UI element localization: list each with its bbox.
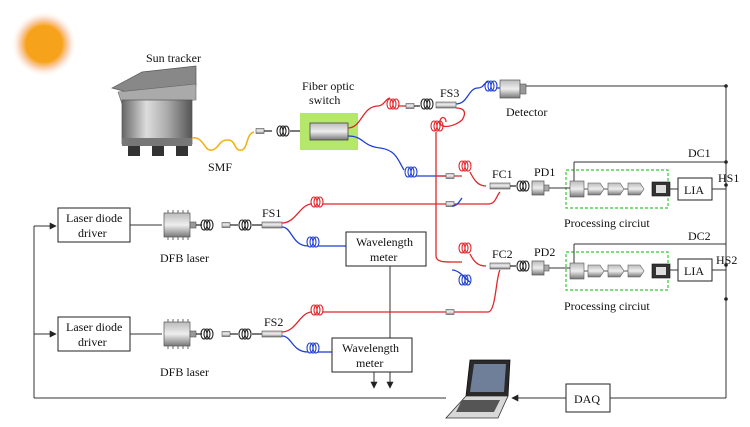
laser-driver-1-label-a: Laser diode (66, 211, 122, 225)
fs3-label: FS3 (440, 86, 459, 100)
switch-blue-output (347, 135, 405, 171)
sun-icon (11, 11, 77, 77)
dc1-label: DC1 (688, 146, 711, 160)
wavemeter-2-label-a: Wavelength (342, 341, 399, 355)
wavemeter-1-label-b: meter (370, 250, 397, 264)
processing-label-1: Processing circiut (564, 216, 650, 230)
fs3-blue-to-detector (455, 81, 489, 105)
lia1-label: LIA (684, 183, 704, 197)
fs1-splitter (261, 221, 283, 229)
fc1-coupler (489, 182, 511, 190)
laser-driver-1-label-b: driver (78, 226, 107, 240)
fs1-label: FS1 (262, 206, 281, 220)
fiber-switch-label-2: switch (309, 93, 340, 107)
switch-red-output (347, 97, 391, 129)
dfb-laser-1-icon (163, 209, 197, 241)
pd2-label: PD2 (534, 245, 555, 259)
fiber-switch-label-1: Fiber optic (302, 79, 354, 93)
smf-label: SMF (208, 160, 232, 174)
processing-label-2: Processing circiut (564, 299, 650, 313)
daq-box (565, 383, 611, 413)
wavemeter-1 (345, 231, 427, 267)
dfb-laser-1-label: DFB laser (160, 251, 209, 265)
lia2-label: LIA (684, 264, 704, 278)
fc1-label: FC1 (492, 167, 513, 181)
hs1-label: HS1 (718, 171, 739, 185)
fs2-splitter (261, 330, 283, 338)
pd1-icon (531, 180, 550, 196)
laptop-icon (445, 359, 511, 419)
pd1-label: PD1 (534, 165, 555, 179)
smf-fiber (191, 131, 255, 151)
laser-driver-2-label-b: driver (78, 335, 107, 349)
dc2-label: DC2 (688, 229, 711, 243)
fs2-label: FS2 (264, 315, 283, 329)
fc2-label: FC2 (492, 247, 513, 261)
detector-icon (499, 79, 527, 99)
wavemeter-2 (331, 337, 413, 373)
dfb-laser-2-label: DFB laser (160, 365, 209, 379)
detector-label: Detector (506, 105, 547, 119)
pd2-icon (531, 260, 550, 276)
laser-driver-1 (57, 207, 131, 243)
daq-label: DAQ (574, 392, 600, 406)
fiber-switch (309, 122, 349, 141)
hs2-label: HS2 (716, 253, 737, 267)
sun-tracker-label: Sun tracker (146, 51, 201, 65)
wavemeter-1-label-a: Wavelength (356, 235, 413, 249)
sun-tracker-icon (111, 65, 197, 156)
dfb-laser-2-icon (163, 318, 197, 350)
fc2-coupler (489, 262, 511, 270)
fs3-splitter (435, 101, 457, 109)
fs3-red-loop (439, 107, 466, 128)
laser-driver-2 (57, 316, 131, 352)
laser-driver-2-label-a: Laser diode (66, 320, 122, 334)
wavemeter-2-label-b: meter (356, 356, 383, 370)
